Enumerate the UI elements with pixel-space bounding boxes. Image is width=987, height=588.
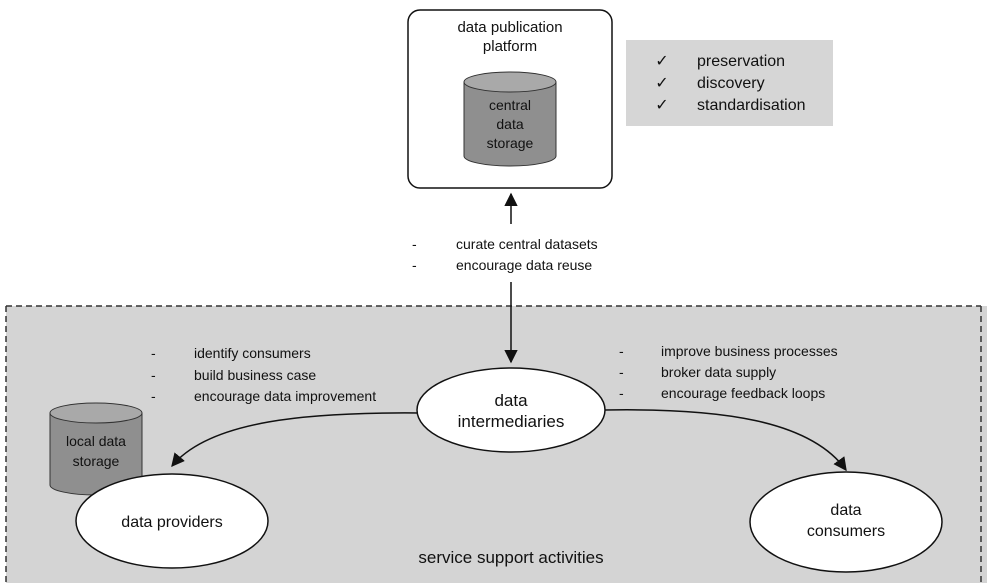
- service-area-label: service support activities: [418, 548, 603, 567]
- consumer-activity-item: improve business processes: [661, 343, 838, 359]
- bullet-dash: -: [412, 236, 417, 252]
- consumers-line2: consumers: [807, 523, 885, 540]
- benefit-item: standardisation: [697, 97, 806, 114]
- platform-activity-item: curate central datasets: [456, 236, 598, 252]
- consumer-activity-item: encourage feedback loops: [661, 385, 825, 401]
- arrow-to-consumers: [604, 409, 847, 472]
- bullet-dash: -: [151, 345, 156, 361]
- intermediaries-line1: data: [494, 391, 528, 410]
- check-icon: ✓: [655, 75, 668, 92]
- consumer-activities: - improve business processes - broker da…: [619, 343, 838, 401]
- data-intermediaries-node: data intermediaries: [416, 367, 606, 453]
- central-storage-line1: central: [489, 97, 531, 113]
- providers-label: data providers: [121, 514, 222, 531]
- bullet-dash: -: [619, 364, 624, 380]
- benefits-box: ✓ preservation ✓ discovery ✓ standardisa…: [626, 40, 833, 126]
- data-consumers-node: data consumers: [749, 471, 943, 573]
- central-data-storage-cylinder: central data storage: [463, 71, 557, 167]
- provider-activity-item: build business case: [194, 367, 316, 383]
- bullet-dash: -: [151, 367, 156, 383]
- benefit-item: discovery: [697, 75, 765, 92]
- platform-activities: - curate central datasets - encourage da…: [412, 236, 598, 273]
- bullet-dash: -: [151, 388, 156, 404]
- platform-title-line1: data publication: [457, 19, 562, 36]
- local-storage-line2: storage: [73, 453, 120, 469]
- central-storage-line2: data: [496, 116, 523, 132]
- bullet-dash: -: [412, 257, 417, 273]
- provider-activity-item: encourage data improvement: [194, 388, 376, 404]
- platform-activity-item: encourage data reuse: [456, 257, 592, 273]
- consumers-line1: data: [830, 502, 861, 519]
- platform-title-line2: platform: [483, 38, 537, 55]
- bullet-dash: -: [619, 385, 624, 401]
- provider-activity-item: identify consumers: [194, 345, 311, 361]
- intermediaries-line2: intermediaries: [458, 412, 565, 431]
- check-icon: ✓: [655, 97, 668, 114]
- central-storage-line3: storage: [487, 135, 534, 151]
- arrow-to-providers: [171, 412, 421, 468]
- provider-activities: - identify consumers - build business ca…: [151, 345, 376, 404]
- benefit-item: preservation: [697, 53, 785, 70]
- data-providers-node: data providers: [75, 473, 269, 569]
- local-storage-line1: local data: [66, 433, 126, 449]
- data-publication-platform: data publication platform central data s…: [407, 9, 613, 189]
- bullet-dash: -: [619, 343, 624, 359]
- check-icon: ✓: [655, 53, 668, 70]
- consumer-activity-item: broker data supply: [661, 364, 776, 380]
